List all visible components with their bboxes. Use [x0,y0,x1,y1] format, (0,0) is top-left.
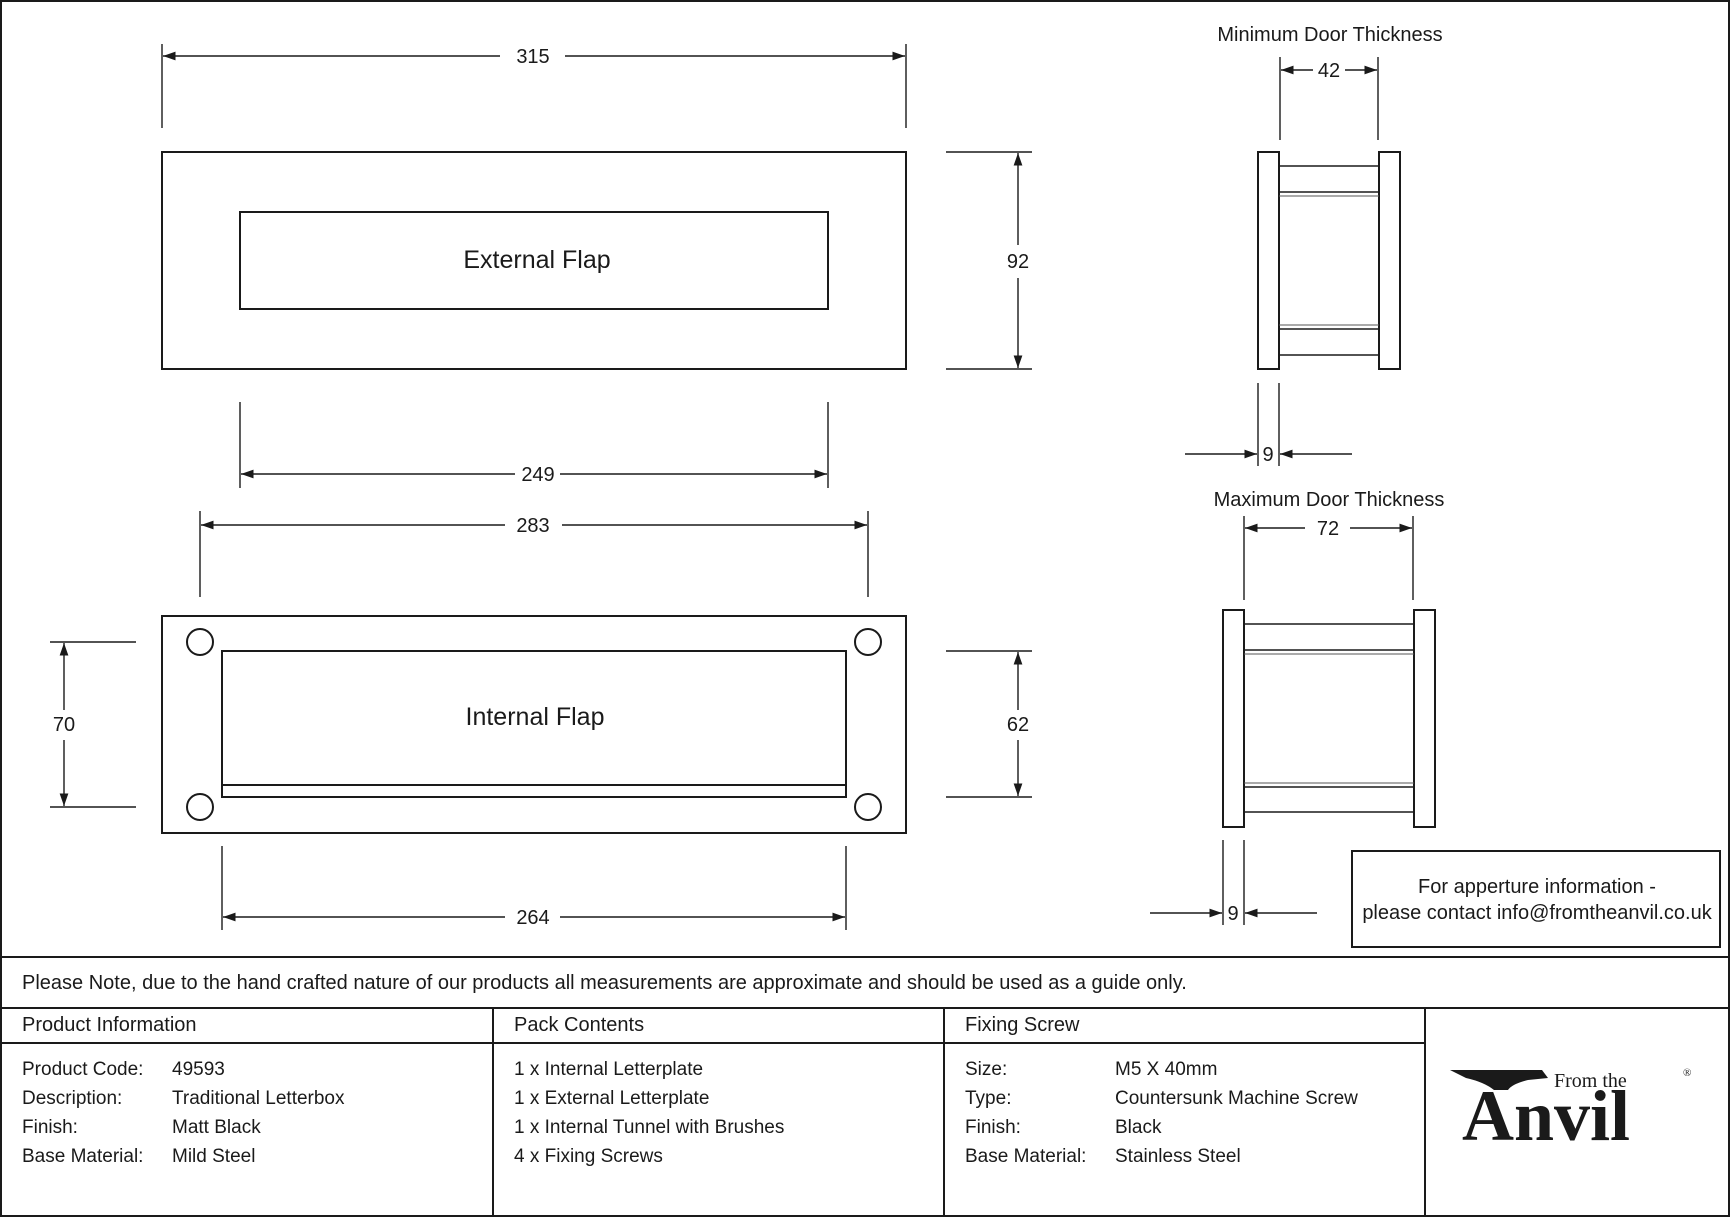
max-plate-left [1222,609,1245,828]
measurement-note: Please Note, due to the hand crafted nat… [22,972,1187,994]
dim-internal-top-width: 283 [516,515,549,537]
internal-flap [221,650,847,798]
pack-item: 1 x External Letterplate [514,1088,709,1109]
external-flap [239,211,829,310]
fixing-screw-value: Countersunk Machine Screw [1115,1088,1358,1109]
screw-hole [186,628,214,656]
logo-registered: ® [1683,1067,1691,1079]
pack-contents-title: Pack Contents [514,1014,644,1036]
pack-item: 1 x Internal Tunnel with Brushes [514,1117,784,1138]
pack-item: 4 x Fixing Screws [514,1146,663,1167]
product-info-value: Matt Black [172,1117,261,1138]
internal-plate-view: 283 Internal Flap 70 62 264 [50,511,1032,930]
screw-hole [854,793,882,821]
dim-external-flap-width: 249 [521,464,554,486]
fixing-screw-label: Base Material: [965,1146,1086,1167]
min-plate-left [1257,151,1280,370]
min-door-title: Minimum Door Thickness [1217,24,1442,46]
dim-top-height: 92 [1007,251,1029,273]
fixing-screw-label: Type: [965,1088,1011,1109]
max-door-title: Maximum Door Thickness [1214,489,1445,511]
fixing-screw-title: Fixing Screw [965,1014,1080,1036]
fixing-screw-value: Black [1115,1117,1162,1138]
product-info-value: Traditional Letterbox [172,1088,345,1109]
dim-internal-bottom-width: 264 [516,907,549,929]
min-door-view: Minimum Door Thickness 42 9 [1185,24,1443,466]
pack-contents-section: Pack Contents 1 x Internal Letterplate 1… [514,1014,784,1167]
dim-min-thickness: 42 [1318,60,1340,82]
product-info-section: Product Information Product Code: 49593 … [22,1014,345,1167]
dim-min-plate: 9 [1262,444,1273,466]
contact-line-1: For apperture information - [1418,876,1656,898]
internal-plate [161,615,907,834]
external-plate-view: External Flap 315 92 249 [161,44,1032,488]
external-plate [161,151,907,370]
max-door-view: Maximum Door Thickness 72 9 [1150,489,1444,925]
anvil-logo: From the ® Anvil [1450,1067,1691,1156]
anvil-icon [1450,1070,1548,1090]
contact-box: For apperture information - please conta… [1351,850,1721,948]
max-plate-right [1413,609,1436,828]
fixing-screw-section: Fixing Screw Size: M5 X 40mm Type: Count… [965,1014,1358,1167]
min-plate-right [1378,151,1401,370]
dim-internal-height-right: 62 [1007,714,1029,736]
fixing-screw-value: M5 X 40mm [1115,1059,1217,1080]
dim-top-width: 315 [516,46,549,68]
screw-hole [854,628,882,656]
logo-small-text: From the [1554,1070,1627,1092]
product-info-value: Mild Steel [172,1146,255,1167]
product-info-label: Description: [22,1088,122,1109]
dim-max-thickness: 72 [1317,518,1339,540]
fixing-screw-label: Size: [965,1059,1007,1080]
external-flap-label: External Flap [463,246,610,274]
screw-hole [186,793,214,821]
product-info-title: Product Information [22,1014,197,1036]
fixing-screw-label: Finish: [965,1117,1021,1138]
dim-max-plate: 9 [1227,903,1238,925]
product-info-label: Product Code: [22,1059,143,1080]
fixing-screw-value: Stainless Steel [1115,1146,1241,1167]
contact-email-line[interactable]: please contact info@fromtheanvil.co.uk [1362,902,1712,924]
product-info-label: Base Material: [22,1146,143,1167]
pack-item: 1 x Internal Letterplate [514,1059,703,1080]
product-info-value: 49593 [172,1059,225,1080]
product-info-label: Finish: [22,1117,78,1138]
logo-big-text: Anvil [1462,1076,1630,1156]
internal-flap-label: Internal Flap [466,703,605,731]
dim-internal-height-left: 70 [53,714,75,736]
